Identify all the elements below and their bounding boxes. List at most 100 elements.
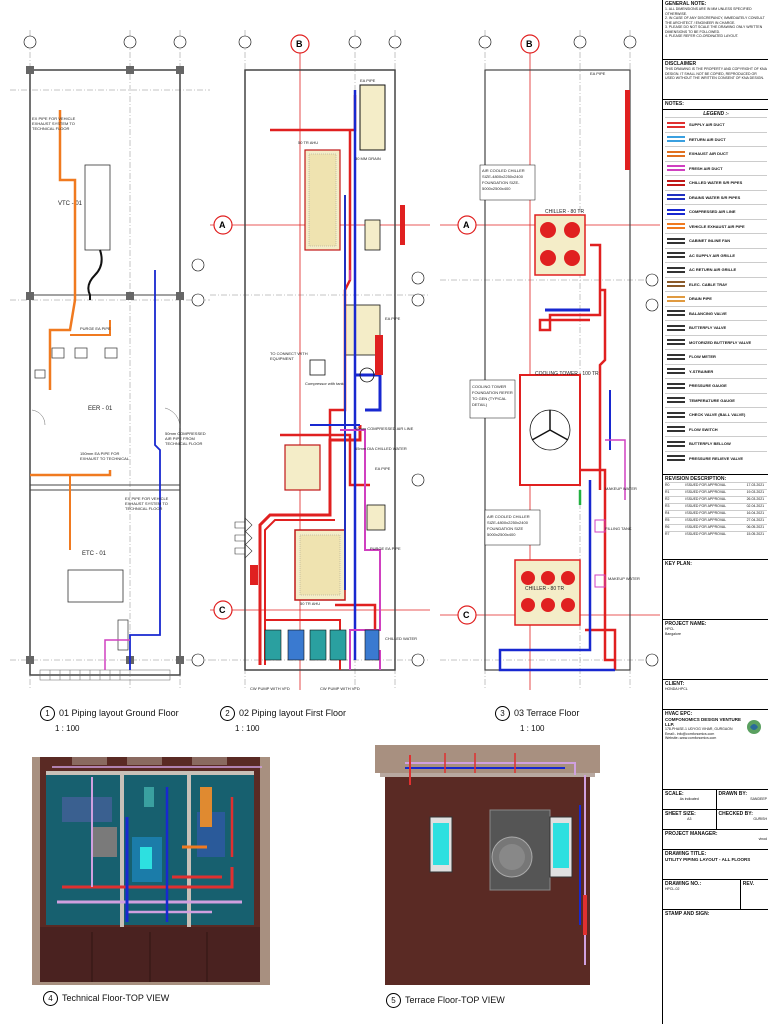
disclaimer: DISCLAIMER THIS DRAWING IS THE PROPERTY … — [663, 60, 768, 100]
label-cooling-tower: COOLING TOWER - 100 TR — [535, 371, 599, 377]
rev-label: REV. — [742, 881, 754, 887]
notes-heading: NOTES: — [665, 101, 684, 107]
legend-swatch — [667, 295, 685, 302]
legend-swatch — [667, 150, 685, 157]
legend-swatch — [667, 455, 685, 462]
svg-text:FOUNDATION SIZE-: FOUNDATION SIZE- — [482, 180, 520, 185]
legend-label: FRESH AIR DUCT — [689, 165, 723, 171]
svg-text:MAKEUP WATER: MAKEUP WATER — [605, 486, 637, 491]
revision-rev: R0 — [665, 483, 670, 487]
legend-swatch — [667, 208, 685, 215]
legend-item: COMPRESSED AIR LINE — [665, 204, 767, 219]
terrace-floor-top-view — [375, 745, 600, 990]
legend-swatch — [667, 324, 685, 331]
legend-item: CHECK VALVE (BALL VALVE) — [665, 407, 767, 422]
legend-label: TEMPERATURE GAUGE — [689, 397, 735, 403]
svg-text:PURGE EA PIPE: PURGE EA PIPE — [370, 546, 401, 551]
svg-text:TO CONNECT WITH: TO CONNECT WITH — [270, 351, 308, 356]
legend-label: Y-STRAINER — [689, 368, 714, 374]
svg-text:FILLING TANK: FILLING TANK — [605, 526, 632, 531]
svg-text:EX PIPE FOR VEHICLE: EX PIPE FOR VEHICLE — [125, 496, 169, 501]
svg-text:EQUIPMENT: EQUIPMENT — [270, 356, 294, 361]
svg-text:EX PIPE FOR VEHICLE: EX PIPE FOR VEHICLE — [32, 116, 76, 121]
revision-date: 06.05.2021 — [746, 525, 765, 529]
svg-text:TO GEN (TYPICAL: TO GEN (TYPICAL — [472, 396, 507, 401]
drawn-by-label: DRAWN BY: — [718, 791, 748, 797]
legend-label: AC SUPPLY AIR GRILLE — [689, 252, 736, 258]
legend-item: EXHAUST AIR DUCT — [665, 146, 767, 161]
legend-label: CHECK VALVE (BALL VALVE) — [689, 412, 746, 418]
legend-swatch — [667, 121, 685, 128]
legend-label: CABINET INLINE FAN — [689, 238, 731, 244]
svg-text:30 MM DRAIN: 30 MM DRAIN — [355, 156, 381, 161]
svg-text:AIR PIPE FROM: AIR PIPE FROM — [165, 436, 195, 441]
grid-b-3: B — [526, 39, 533, 49]
revision-rev: R7 — [665, 532, 670, 536]
plan-2-scale: 1 : 100 — [235, 724, 260, 733]
legend-item: FLOW METER — [665, 349, 767, 364]
legend-label: MOTORIZED BUTTERFLY VALVE — [689, 339, 752, 345]
legend-item: FRESH AIR DUCT — [665, 160, 767, 176]
svg-text:TECHNICAL FLOOR: TECHNICAL FLOOR — [125, 506, 163, 511]
legend-swatch — [667, 310, 685, 317]
revision-date: 15.05.2021 — [746, 532, 765, 536]
svg-text:MAKEUP WATER: MAKEUP WATER — [608, 576, 640, 581]
legend-label: DRAINS WATER S/R PIPES — [689, 194, 741, 200]
revision-date: 02.04.2021 — [746, 504, 765, 508]
revision-date: 17.03.2021 — [746, 483, 765, 487]
svg-text:5000x2500x400: 5000x2500x400 — [482, 186, 511, 191]
drawing-no-label: DRAWING NO.: — [665, 881, 702, 887]
legend-item: PRESSURE GAUGE — [665, 378, 767, 393]
grid-c-2: C — [219, 605, 226, 615]
legend-swatch — [667, 179, 685, 186]
plan-terrace: B A C CHILLER - 80 TR COOLING TOWER - 10… — [440, 30, 660, 690]
revision-date: 27.04.2021 — [746, 518, 765, 522]
grid-a-2: A — [219, 220, 226, 230]
revision-rev: R5 — [665, 518, 670, 522]
revision-rev: R4 — [665, 511, 670, 515]
key-plan: KEY PLAN: — [665, 561, 692, 567]
svg-text:DETAIL): DETAIL) — [472, 402, 488, 407]
legend-label: PRESSURE GAUGE — [689, 383, 727, 389]
revision-date: 16.04.2021 — [746, 511, 765, 515]
svg-text:TECHNICAL FLOOR: TECHNICAL FLOOR — [165, 441, 203, 446]
scale-label: SCALE: — [665, 791, 684, 797]
label-etc: ETC - 01 — [82, 551, 107, 557]
hvac-epc: HVAC EPC: COMFONOMICS DESIGN VENTURE LLP… — [663, 710, 768, 790]
legend-item: DRAINS WATER S/R PIPES — [665, 189, 767, 205]
label-eer: EER - 01 — [88, 406, 113, 412]
technical-floor-top-view — [32, 757, 270, 985]
legend-item: ELEC. CABLE TRAY — [665, 276, 767, 292]
svg-text:FOUNDATION SIZE: FOUNDATION SIZE — [487, 526, 523, 531]
revision-date: 26.03.2021 — [746, 497, 765, 501]
revision-rev: R6 — [665, 525, 670, 529]
checked-by-label: CHECKED BY: — [718, 811, 753, 817]
legend-swatch — [667, 136, 685, 143]
stamp-sign: STAMP AND SIGN: — [665, 911, 710, 917]
svg-text:AIR COOLED CHILLER: AIR COOLED CHILLER — [487, 514, 530, 519]
legend-item: TEMPERATURE GAUGE — [665, 392, 767, 408]
legend-item: PRESSURE RELIEVE VALVE — [665, 450, 767, 466]
label-vtc: VTC - 01 — [58, 201, 83, 207]
legend-item: BALANCING VALVE — [665, 305, 767, 321]
company-logo-icon — [741, 717, 767, 741]
legend-swatch — [667, 397, 685, 404]
svg-text:EA PIPE: EA PIPE — [360, 78, 376, 83]
legend-label: BALANCING VALVE — [689, 310, 727, 316]
grid-c-3: C — [463, 610, 470, 620]
svg-text:EA PIPE: EA PIPE — [385, 316, 401, 321]
revision-desc: ISSUED FOR APPROVAL — [685, 511, 727, 515]
legend-swatch — [667, 223, 685, 230]
legend-item: RETURN AIR DUCT — [665, 131, 767, 147]
legend-label: RETURN AIR DUCT — [689, 136, 726, 142]
svg-text:150mm EA PIPE FOR: 150mm EA PIPE FOR — [80, 451, 119, 456]
